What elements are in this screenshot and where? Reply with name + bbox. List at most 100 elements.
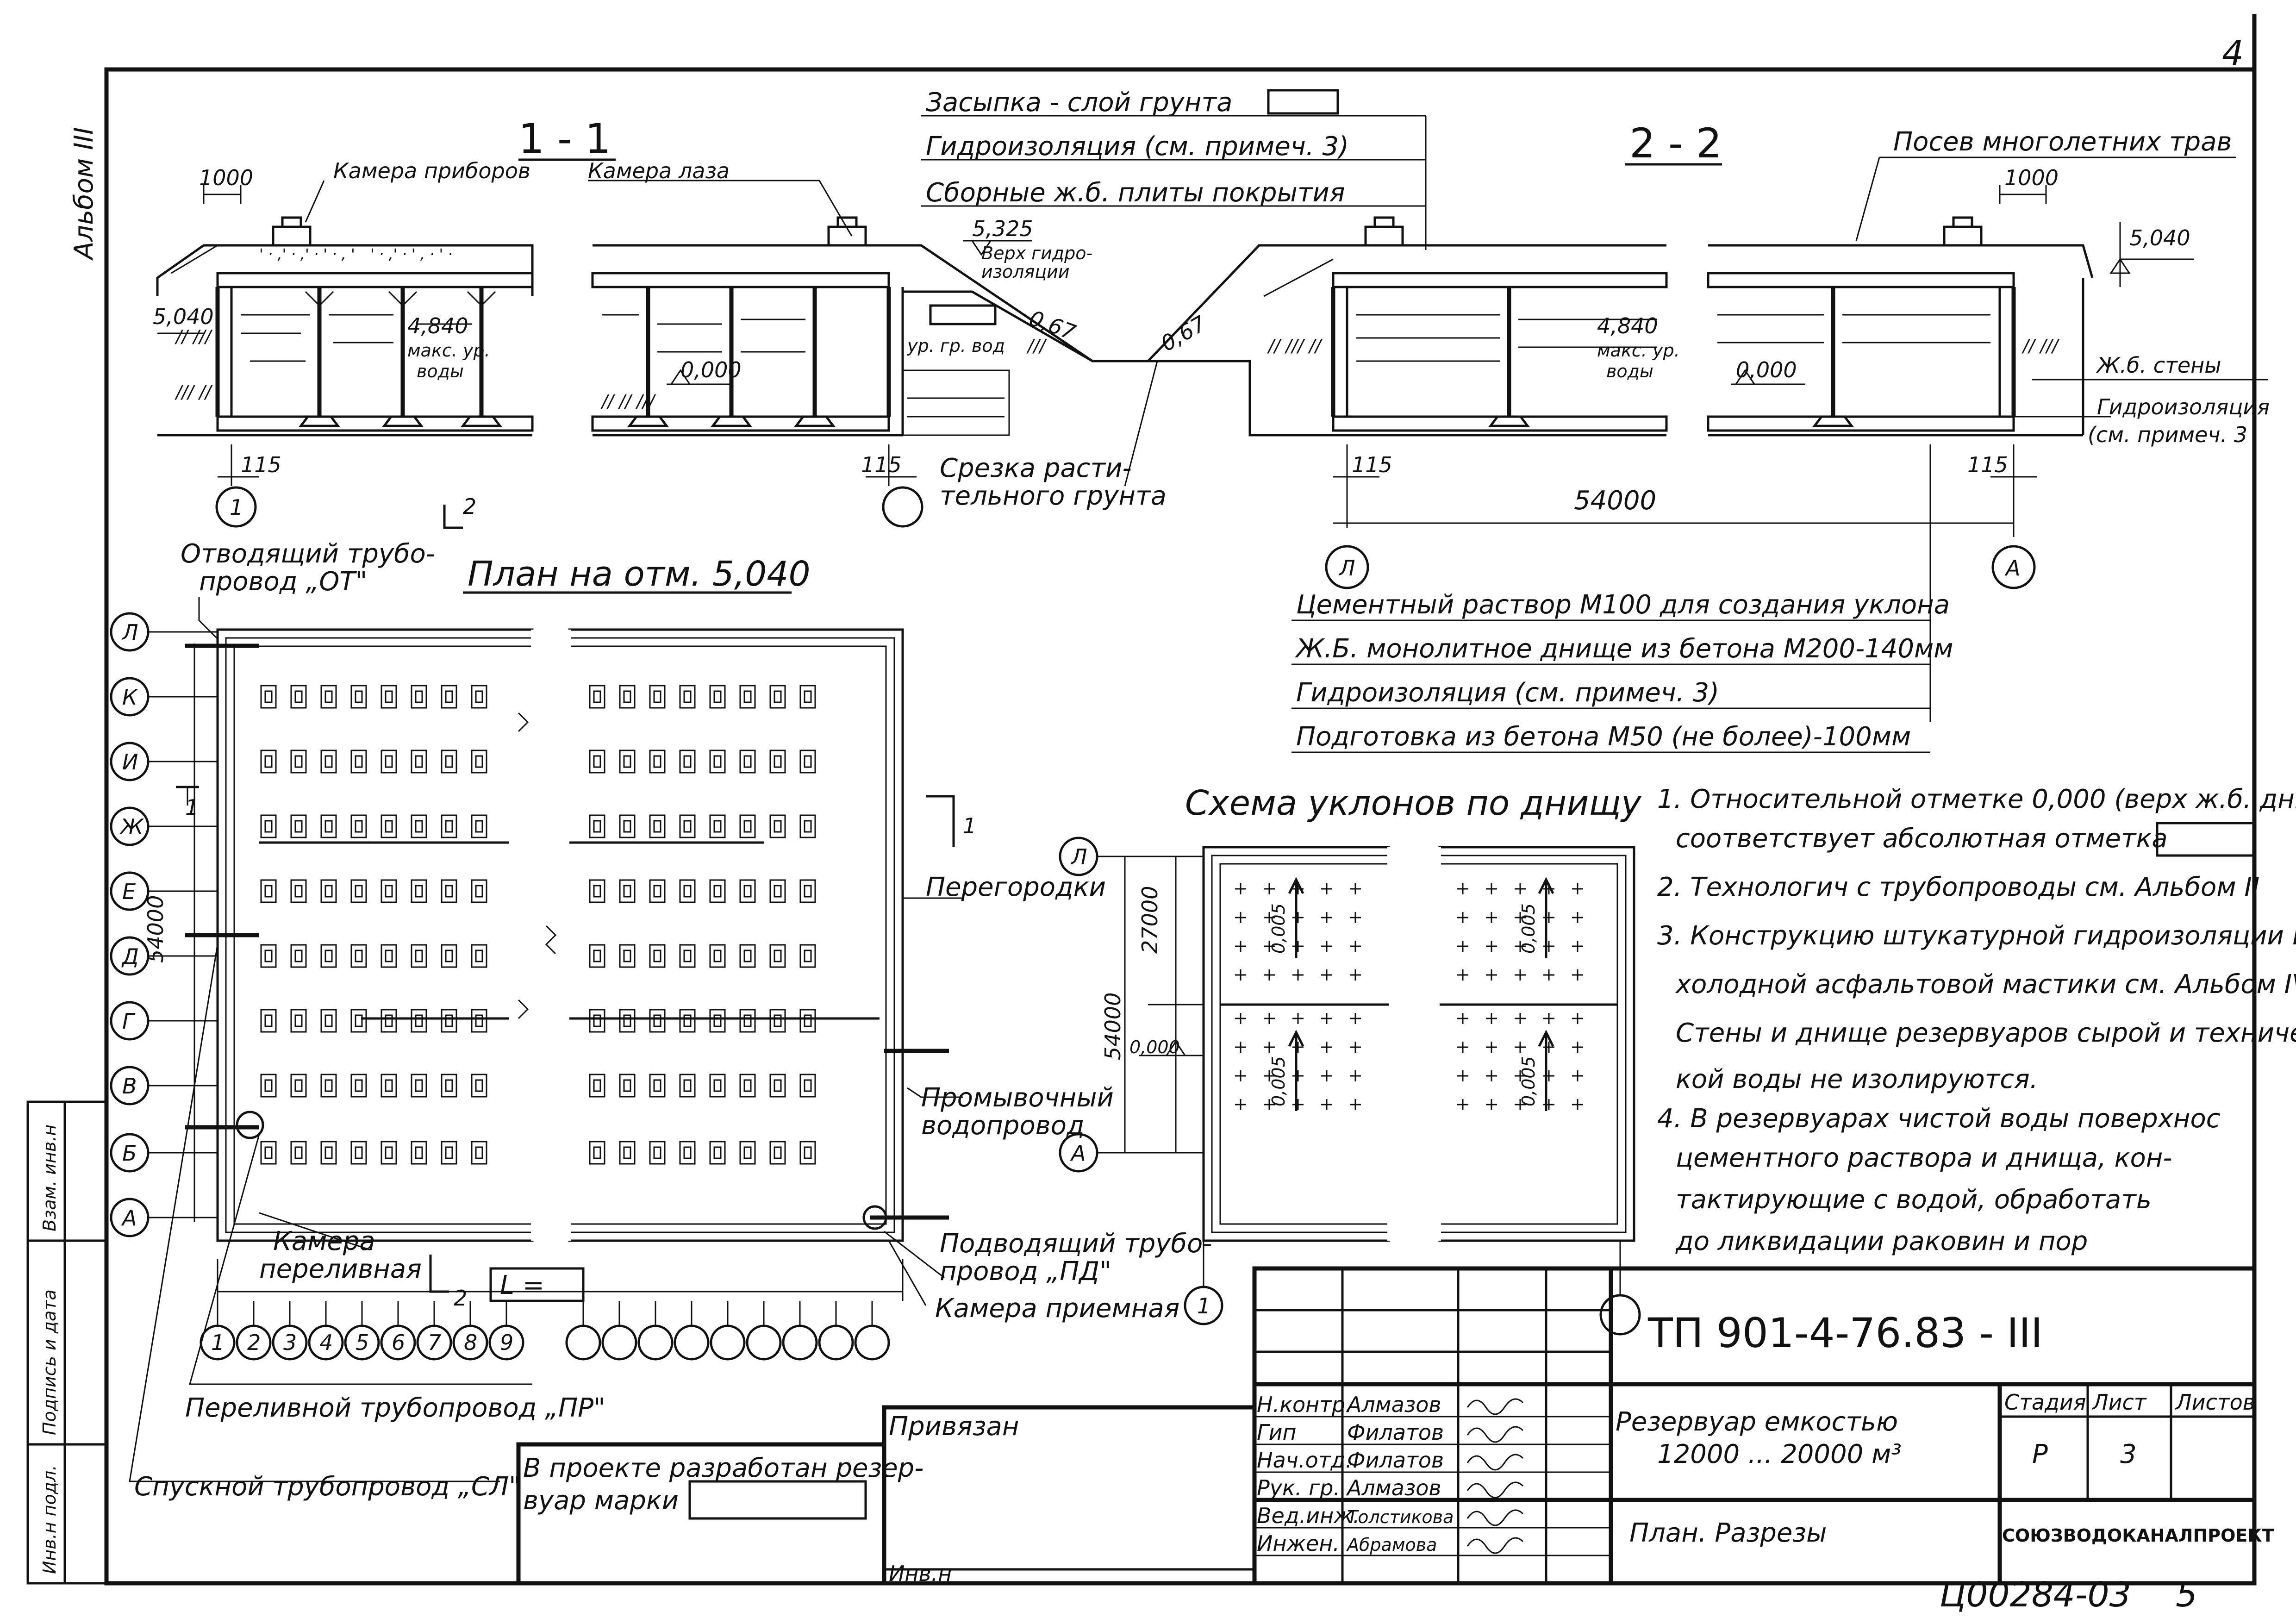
column-cell	[589, 879, 605, 903]
column-cell	[649, 750, 666, 774]
slope-plus-mark	[1321, 1099, 1332, 1110]
row-label-I: И	[122, 750, 138, 775]
column-cell	[441, 879, 457, 903]
row-label-G: Г	[122, 1009, 136, 1034]
column-cell	[381, 1074, 397, 1098]
column-cell	[290, 1009, 307, 1033]
svg-text:// // ///: // // ///	[600, 391, 656, 412]
s2-slope-067: 0,67	[1157, 311, 1210, 356]
svg-text:///: ///	[1026, 336, 1048, 356]
floor-layer-leaders	[1292, 619, 1930, 753]
column-cell	[471, 1009, 487, 1033]
slope-plus-mark	[1350, 969, 1361, 981]
stamp-replace-inv: Взам. инв.н	[39, 1124, 60, 1231]
tb-developed-1: В проекте разработан резер-	[523, 1453, 923, 1483]
tb-name-3: Филатов	[1347, 1448, 1444, 1473]
bottom-sheet-number: 5	[2176, 1575, 2197, 1615]
slope-plus-mark	[1572, 912, 1583, 923]
column-cell	[411, 750, 427, 774]
column-cell	[739, 1141, 756, 1165]
s2-axis-A: А	[2004, 556, 2020, 581]
column-cell	[679, 944, 696, 968]
column-cell	[411, 1009, 427, 1033]
plan-receiving: Камера приемная	[935, 1293, 1179, 1324]
slope-value-3: 0,005	[1518, 903, 1539, 954]
note-line-1: 1. Относительной отметке 0,000 (верх ж.б…	[1657, 784, 2296, 814]
column-cell	[799, 879, 816, 903]
column-cell	[381, 750, 397, 774]
row-label-E: Е	[122, 879, 136, 904]
page-number: 4	[2222, 33, 2244, 73]
column-bubble-label: 7	[428, 1330, 441, 1355]
note-line-10: тактирующие с водой, обработать	[1676, 1185, 2152, 1215]
column-bubble-label: 2	[247, 1330, 261, 1355]
axis-bubble-1	[215, 486, 257, 528]
column-cell	[260, 879, 277, 903]
column-cell	[290, 685, 307, 709]
section-2-left-part: // /// //	[1147, 216, 1668, 528]
slope-plus-mark	[1264, 1070, 1275, 1081]
slope-plus-mark	[1321, 912, 1332, 923]
column-cell	[381, 814, 397, 838]
column-bubble-label: 9	[500, 1330, 513, 1355]
stamp-sign-date: Подпись и дата	[39, 1289, 60, 1435]
column-cell	[350, 1009, 367, 1033]
column-cell	[709, 685, 726, 709]
slope-plus-mark	[1515, 941, 1526, 952]
slope-plus-mark	[1321, 1013, 1332, 1024]
slope-plus-mark	[1350, 1042, 1361, 1053]
column-cell	[411, 879, 427, 903]
s1-elev-4840: 4,840	[407, 313, 468, 338]
slope-plus-mark	[1457, 1070, 1468, 1081]
s1-max-water-2: воды	[417, 361, 464, 381]
s1-waterproof-top-1: Верх гидро-	[981, 243, 1092, 263]
column-cell	[649, 944, 666, 968]
column-cell	[260, 1074, 277, 1098]
slope-plus-mark	[1486, 941, 1497, 952]
column-cell	[589, 750, 605, 774]
slope-plus-mark	[1292, 1099, 1304, 1110]
svg-text:/// //: /// //	[175, 382, 213, 402]
column-cell	[619, 1141, 636, 1165]
floor-layer-slab: Ж.Б. монолитное днище из бетона М200-140…	[1295, 634, 1953, 664]
column-cell	[350, 750, 367, 774]
column-cell	[290, 879, 307, 903]
column-cell	[320, 1009, 337, 1033]
column-cell	[799, 814, 816, 838]
slope-dim-54000: 54000	[1100, 993, 1125, 1060]
slope-plus-mark	[1292, 969, 1304, 981]
slope-plus-mark	[1235, 883, 1246, 894]
column-cell	[739, 750, 756, 774]
column-cell	[320, 944, 337, 968]
section-1-left-part: // /// /// // ' · ,' · ,' · ' · , ' ' · …	[156, 180, 853, 486]
slope-plus-mark	[1543, 941, 1554, 952]
slope-plus-mark	[1350, 941, 1361, 952]
slope-plus-mark	[1543, 883, 1554, 894]
column-cell	[649, 685, 666, 709]
plan-outlet-pipe-1: Отводящий трубо-	[181, 539, 435, 569]
s2-dim-54000: 54000	[1574, 486, 1656, 516]
slope-plus-grid	[1235, 883, 1583, 1110]
slope-plus-mark	[1235, 912, 1246, 923]
column-cell	[290, 1141, 307, 1165]
column-cell	[290, 814, 307, 838]
column-cell	[471, 814, 487, 838]
tb-name-2: Филатов	[1347, 1420, 1444, 1445]
note-line-11: до ликвидации раковин и пор	[1675, 1226, 2088, 1256]
s1-cut-soil-1: Срезка расти-	[940, 453, 1132, 483]
slope-plus-mark	[1572, 883, 1583, 894]
column-cell	[649, 1009, 666, 1033]
slope-plus-mark	[1457, 969, 1468, 981]
plan-drain-pipe: Спускной трубопровод „СЛ"	[134, 1472, 521, 1502]
column-cell	[649, 879, 666, 903]
plan-overflow-chamber-2: переливная	[259, 1254, 422, 1284]
slope-plus-mark	[1321, 941, 1332, 952]
side-stamp	[26, 1100, 108, 1585]
column-cell	[769, 685, 786, 709]
column-cell	[441, 814, 457, 838]
column-bubble-label: 6	[392, 1330, 405, 1355]
column-cell	[260, 750, 277, 774]
slope-plus-mark	[1486, 1013, 1497, 1024]
column-cell	[441, 685, 457, 709]
